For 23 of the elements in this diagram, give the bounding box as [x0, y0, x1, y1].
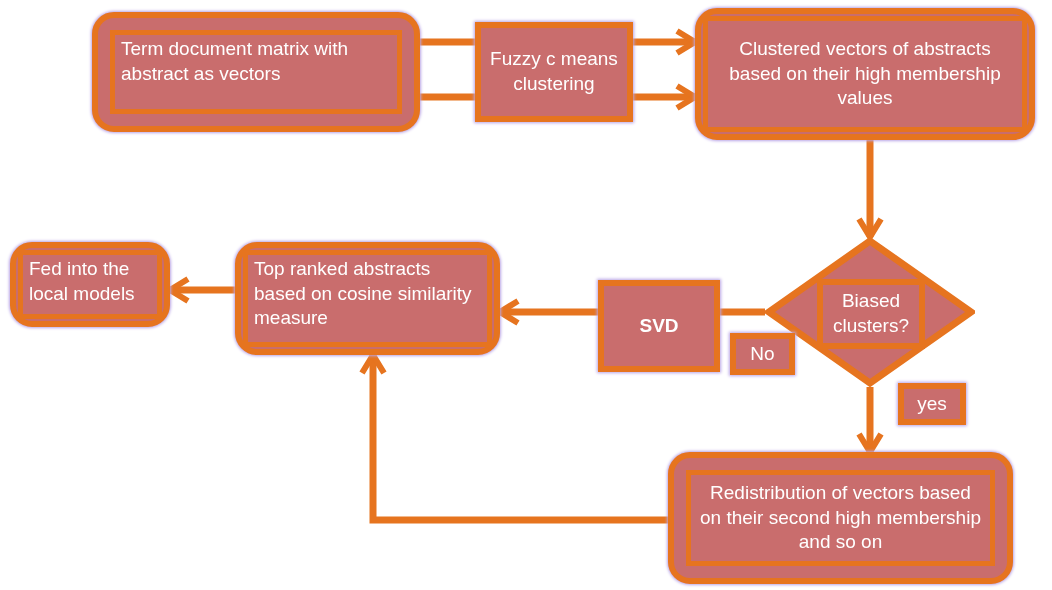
process-box: [475, 22, 633, 122]
process-box: [92, 12, 420, 132]
node-text: Top ranked abstracts based on cosine similarity measure: [254, 257, 473, 331]
process-box: [235, 242, 500, 355]
node-text: yes: [917, 391, 947, 416]
arrow: [359, 352, 668, 524]
process-box: [10, 242, 170, 327]
node-text: Biased clusters?: [832, 289, 910, 338]
node-text: Clustered vectors of abstracts based on their high membership values: [728, 36, 1002, 111]
node-text: Redistribution of vectors based on their second high membership and so on: [699, 480, 982, 555]
arrow: [856, 140, 884, 240]
process-box: [668, 452, 1013, 584]
node-text: Fuzzy c means clustering: [489, 47, 619, 96]
branch-label-box: [730, 333, 795, 375]
node-text: Fed into the local models: [29, 257, 136, 306]
node-text: No: [750, 341, 775, 366]
connector-line: [420, 93, 475, 101]
process-box: [695, 8, 1035, 140]
process-box: [598, 280, 720, 372]
node-text: SVD: [639, 313, 679, 338]
node-text: Term document matrix with abstract as vectors: [121, 37, 349, 86]
connector-line: [420, 38, 475, 46]
branch-label-box: [898, 383, 966, 425]
